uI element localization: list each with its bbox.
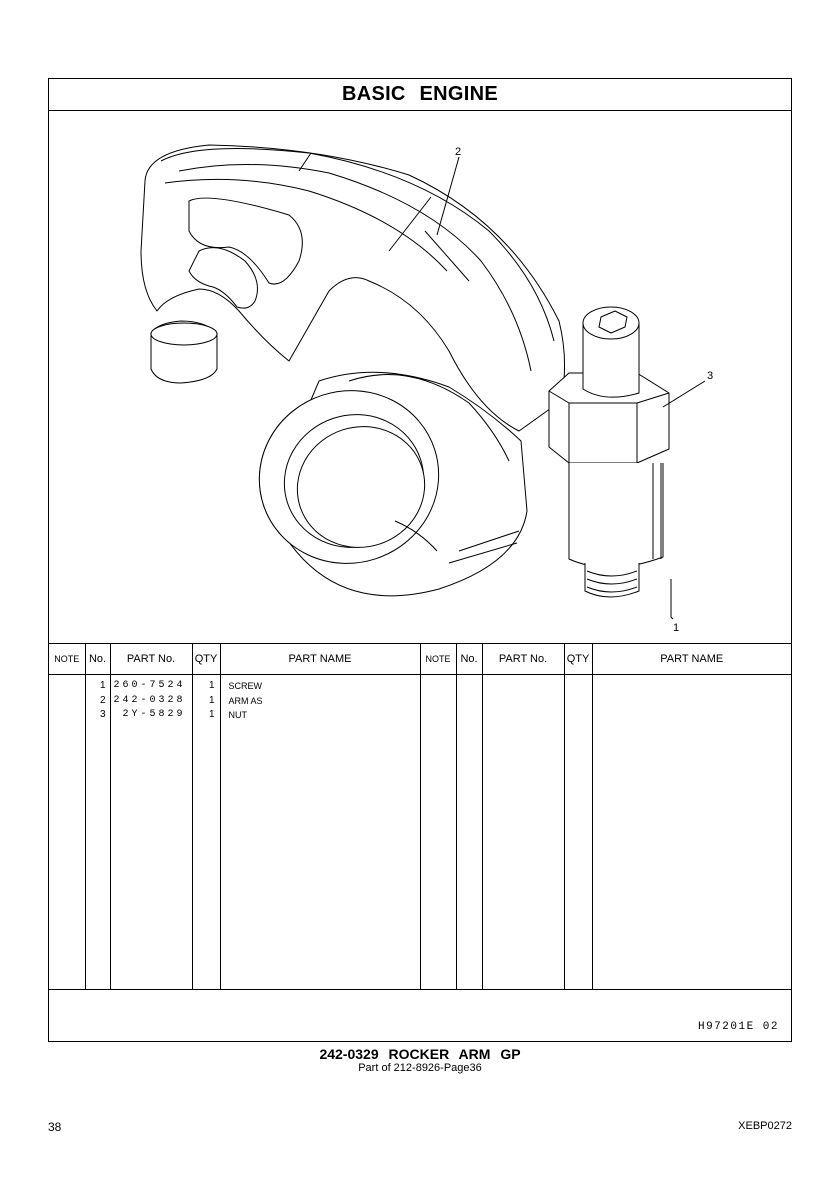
header-no: No.	[84, 643, 110, 675]
page-number: 38	[48, 1120, 62, 1134]
header-note: NOTE	[49, 643, 85, 675]
row-3-qty: 1	[208, 709, 215, 720]
section-title: BASIC ENGINE	[341, 83, 499, 105]
row-3-part-no: 2Y-5829	[122, 709, 186, 720]
header-part-name-right: PART NAME	[591, 643, 791, 675]
frame-footer: H97201E 02	[49, 989, 791, 1041]
parts-table-body: 1 2 3 260-7524 242-0328 2Y-5829 1 1	[49, 674, 791, 990]
parts-table: NOTE No. PART No. QTY PART NAME NOTE No.…	[49, 643, 791, 989]
header-part-name: PART NAME	[219, 643, 420, 675]
header-qty-right: QTY	[563, 643, 592, 675]
header-qty: QTY	[191, 643, 220, 675]
rocker-arm-drawing: 2 3 1	[140, 144, 713, 634]
row-1-qty: 1	[208, 680, 215, 691]
group-title: 242-0329 ROCKER ARM GP	[319, 1046, 521, 1062]
illustration-ref-code: H97201E 02	[697, 1021, 779, 1033]
row-1-no: 1	[99, 680, 106, 691]
row-2-qty: 1	[208, 694, 215, 706]
part-no-column-right	[481, 674, 564, 989]
part-no-column: 260-7524 242-0328 2Y-5829	[109, 674, 192, 989]
qty-column: 1 1 1	[191, 674, 220, 989]
row-3-part-name: NUT	[228, 710, 248, 720]
header-part-no: PART No.	[109, 643, 192, 675]
row-1-part-no: 260-7524	[113, 680, 186, 691]
callout-3: 3	[707, 370, 713, 382]
group-subtitle: Part of 212-8926-Page36	[358, 1062, 482, 1074]
row-3-no: 3	[99, 709, 106, 720]
parts-table-header: NOTE No. PART No. QTY PART NAME NOTE No.…	[49, 643, 791, 675]
document-code: XEBP0272	[738, 1120, 792, 1132]
qty-column-right	[563, 674, 592, 989]
header-part-no-right: PART No.	[481, 643, 564, 675]
note-column-right	[419, 674, 456, 989]
row-2-part-name: ARM AS	[228, 695, 263, 706]
section-title-bar: BASIC ENGINE	[49, 79, 791, 111]
note-column	[49, 675, 85, 990]
row-2-part-no: 242-0328	[113, 694, 186, 706]
no-column-right	[455, 674, 482, 989]
header-note-right: NOTE	[419, 643, 456, 675]
row-2-no: 2	[99, 694, 106, 706]
header-no-right: No.	[455, 643, 482, 675]
callout-2: 2	[455, 146, 461, 158]
part-name-column-right	[591, 674, 791, 989]
part-name-column: SCREW ARM AS NUT	[219, 674, 420, 989]
callout-1: 1	[673, 622, 679, 634]
rocker-arm-illustration: 2 3 1	[49, 111, 791, 643]
row-1-part-name: SCREW	[228, 681, 263, 691]
no-column: 1 2 3	[84, 674, 110, 989]
page-frame: BASIC ENGINE	[48, 78, 792, 1042]
